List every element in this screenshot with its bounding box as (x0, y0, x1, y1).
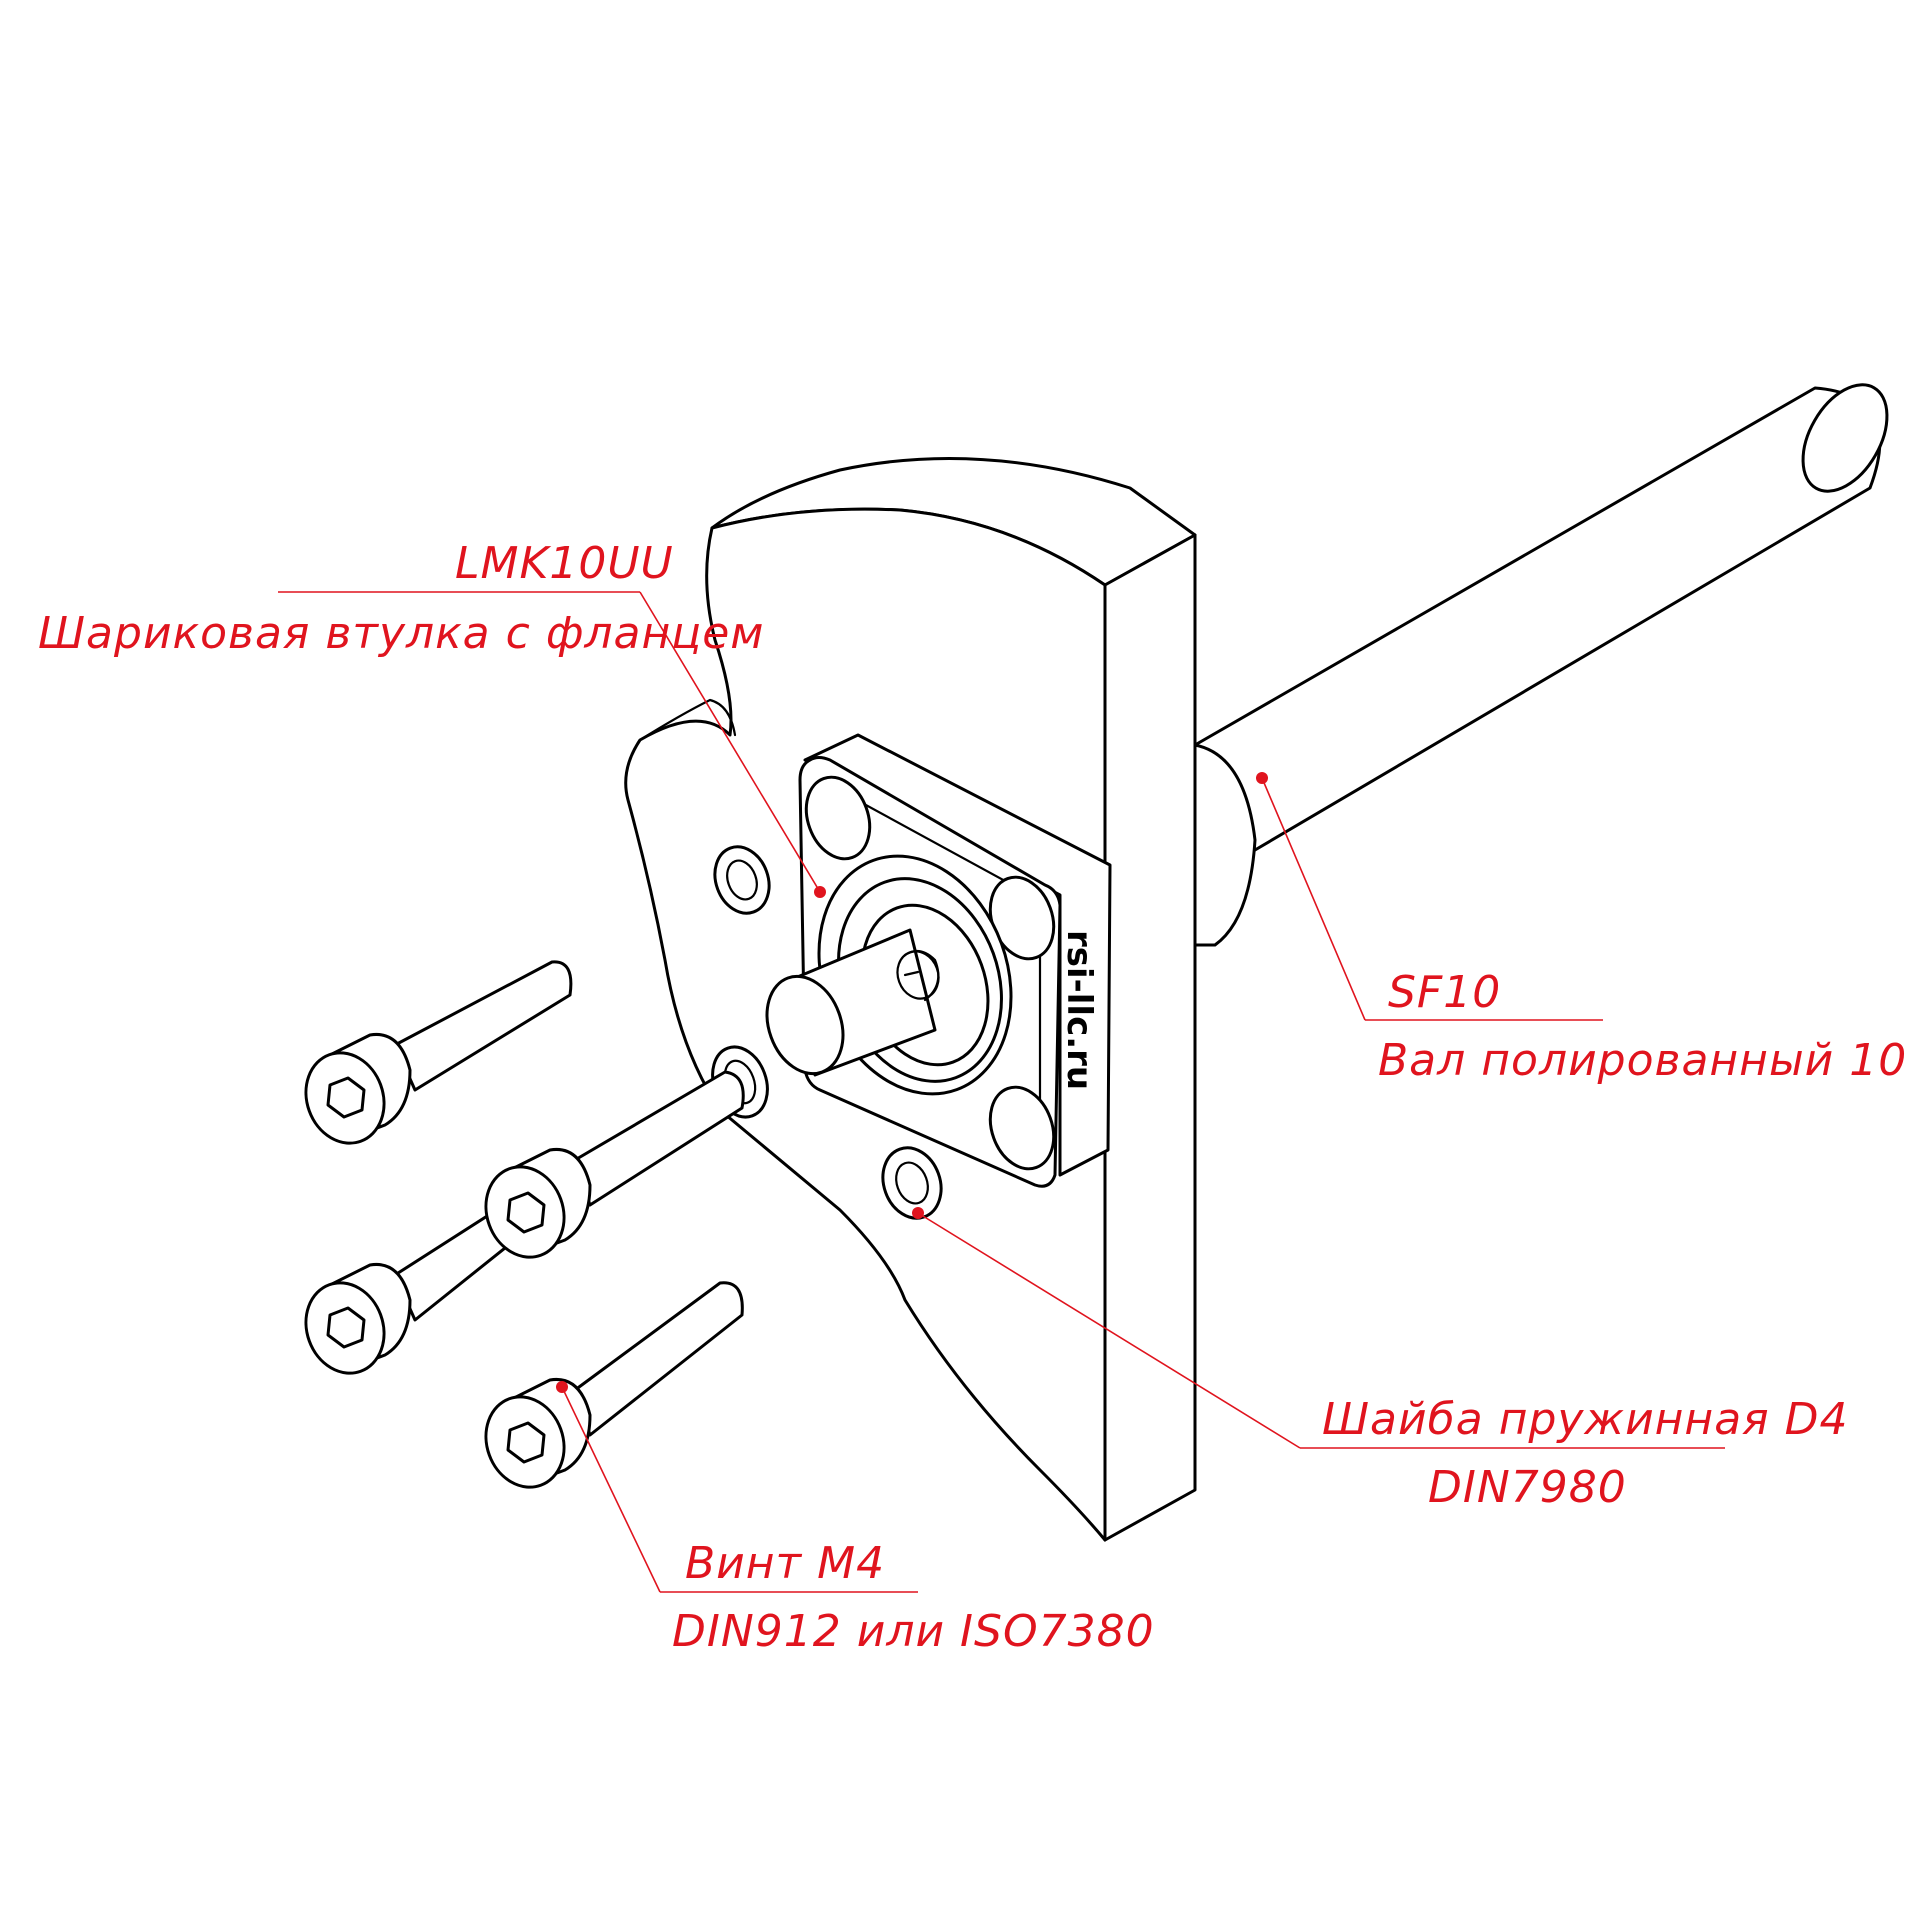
callout-shaft: SF10 Вал полированный 10 мм (1256, 772, 1920, 1086)
callout-washer-name: Шайба пружинная D4 (1322, 1394, 1849, 1445)
callout-screw: Винт M4 DIN912 или ISO7380 (556, 1381, 1155, 1657)
cap-screw-4 (484, 1281, 744, 1489)
spring-washer-top (713, 845, 771, 915)
polished-shaft (1193, 383, 1889, 947)
cap-screw-2 (484, 1070, 745, 1259)
bushing-marking: rsi-llc.ru (1059, 930, 1099, 1090)
callout-washer-code: DIN7980 (1428, 1462, 1627, 1513)
cap-screw-1 (304, 960, 573, 1145)
callout-screw-name: Винт M4 (685, 1538, 885, 1589)
callout-screw-standard: DIN912 или ISO7380 (672, 1606, 1155, 1657)
callout-bushing-code: LMK10UU (455, 538, 674, 589)
flanged-bushing: rsi-llc.ru (765, 733, 1112, 1188)
callout-shaft-code: SF10 (1388, 967, 1501, 1018)
callout-bushing: LMK10UU Шариковая втулка с фланцем (38, 538, 826, 898)
callout-shaft-name: Вал полированный 10 мм (1378, 1035, 1920, 1086)
callout-bushing-name: Шариковая втулка с фланцем (38, 608, 765, 659)
callout-washer: Шайба пружинная D4 DIN7980 (912, 1207, 1849, 1513)
